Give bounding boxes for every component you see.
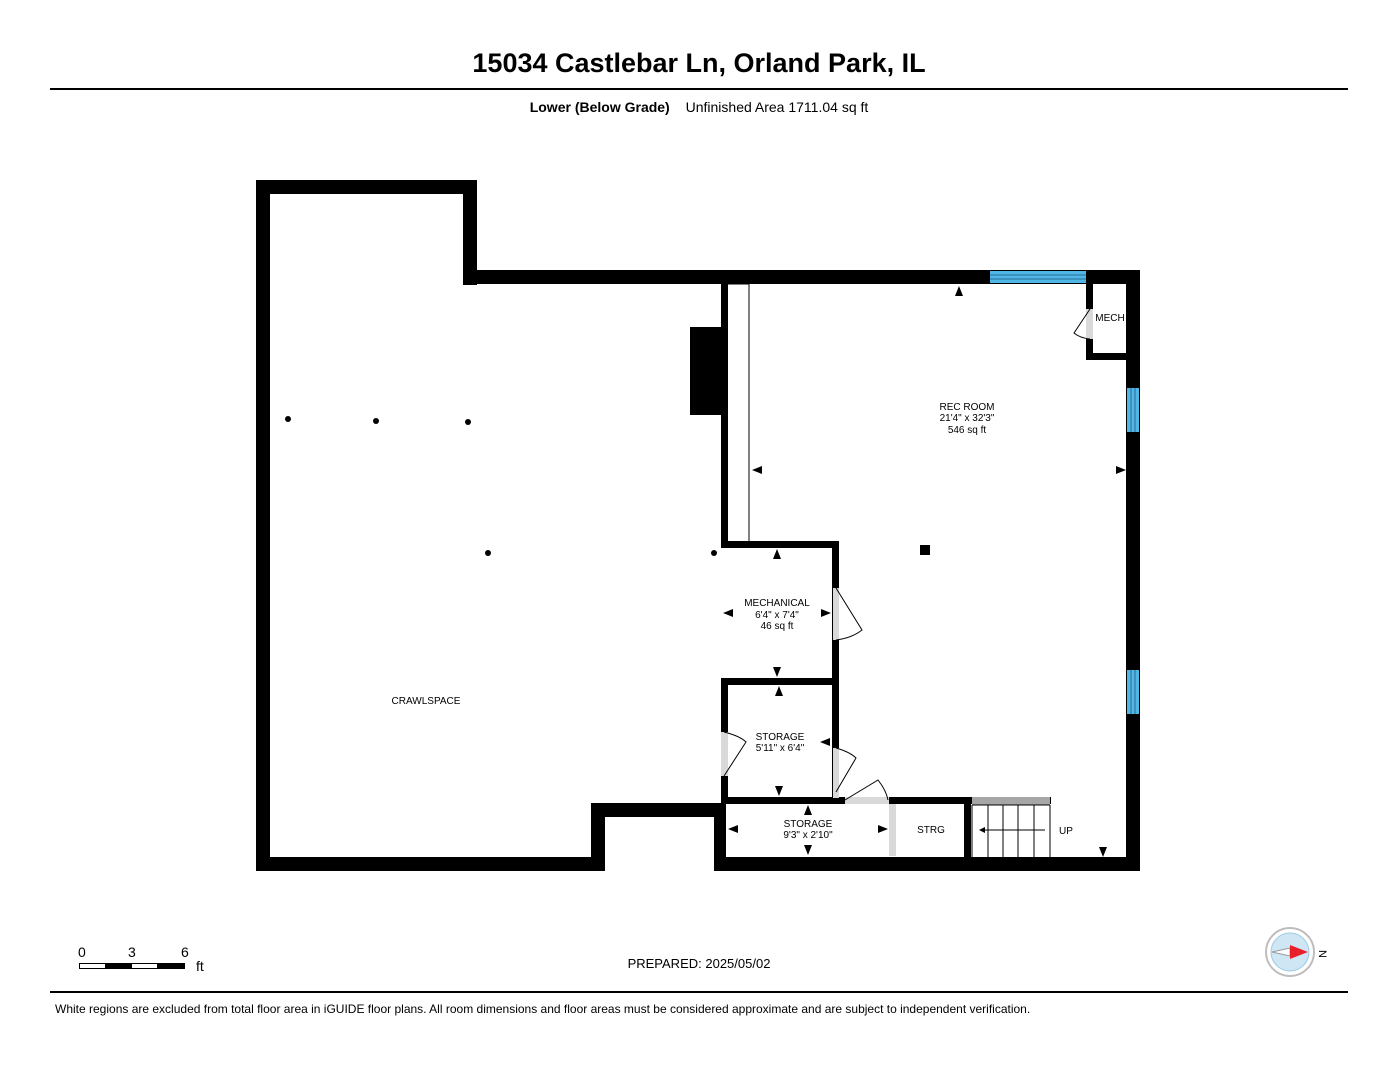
windows [990, 271, 1139, 714]
plan-subtitle: Lower (Below Grade) Unfinished Area 1711… [0, 99, 1398, 115]
scale-bar: 0 3 6 ft [78, 944, 228, 978]
chimney-void [696, 333, 718, 409]
rec-room-name: REC ROOM [940, 402, 995, 413]
level-name: Lower (Below Grade) [529, 99, 670, 115]
stairs [971, 797, 1051, 857]
mech-closet-name: MECH [1095, 313, 1124, 324]
scale-mark-6: 6 [181, 944, 189, 960]
mechanical-area: 46 sq ft [761, 621, 794, 632]
strg-name: STRG [917, 825, 945, 836]
storage-2-dims: 9'3" x 2'10" [783, 830, 833, 841]
storage-1-name: STORAGE [756, 732, 805, 743]
rec-room-dims: 21'4" x 32'3" [940, 413, 995, 424]
disclaimer: White regions are excluded from total fl… [55, 1002, 1031, 1016]
support-posts [285, 416, 930, 556]
mechanical-name: MECHANICAL [744, 598, 810, 609]
plan-title: 15034 Castlebar Ln, Orland Park, IL [472, 48, 926, 78]
compass-needle [1290, 945, 1308, 959]
compass-label: N [1316, 950, 1328, 958]
mechanical-dims: 6'4" x 7'4" [755, 610, 799, 621]
scale-segment [131, 963, 158, 969]
exterior-walls [256, 180, 1140, 871]
room-labels: REC ROOM 21'4" x 32'3" 546 sq ft MECHANI… [392, 313, 1125, 841]
scale-unit: ft [196, 958, 204, 974]
stairs-label: UP [1059, 826, 1073, 837]
dimension-markers [723, 286, 1126, 857]
crawlspace-name: CRAWLSPACE [392, 696, 461, 707]
scale-segment [158, 963, 185, 969]
compass-icon: N [1265, 927, 1328, 977]
prepared-date: PREPARED: 2025/05/02 [627, 956, 771, 971]
footer-divider [50, 991, 1348, 993]
doors [721, 308, 1093, 856]
scale-mark-3: 3 [128, 944, 136, 960]
header-divider [50, 88, 1348, 90]
storage-1-dims: 5'11" x 6'4" [756, 743, 805, 754]
storage-2-name: STORAGE [784, 819, 833, 830]
interior-walls [690, 270, 1140, 859]
area-summary: Unfinished Area 1711.04 sq ft [685, 99, 869, 115]
scale-mark-0: 0 [78, 944, 86, 960]
rec-room-area: 546 sq ft [948, 425, 987, 436]
